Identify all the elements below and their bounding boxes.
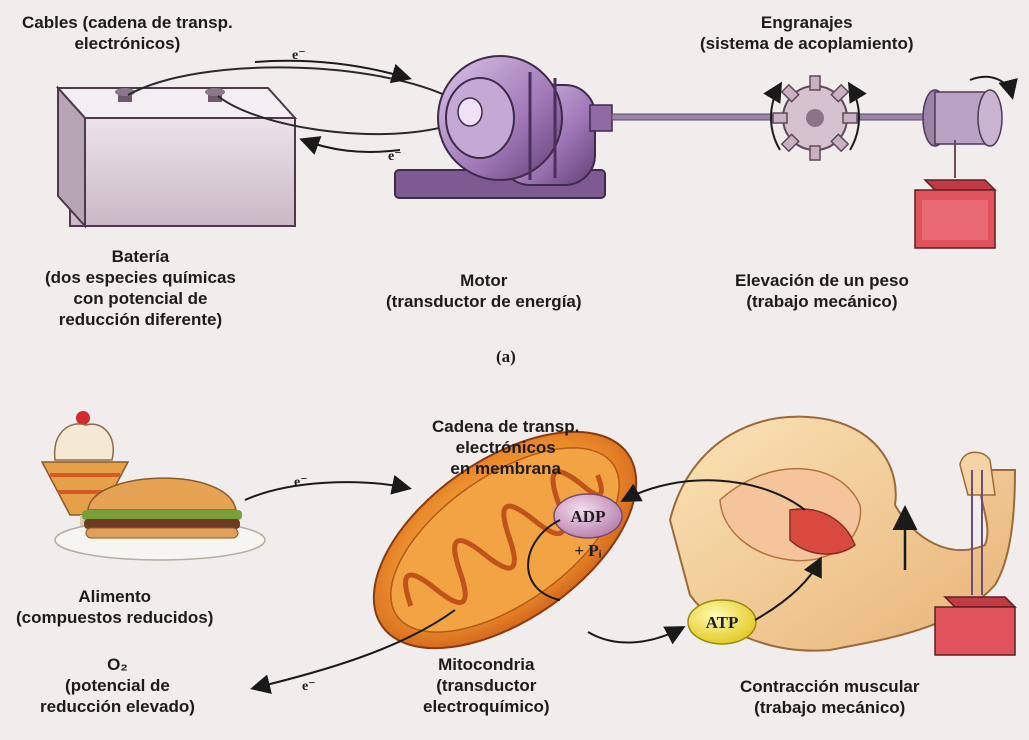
label-line: O₂ (40, 654, 195, 675)
label-line: (trabajo mecánico) (740, 697, 920, 718)
motor-illustration (395, 56, 612, 198)
label-line: Batería (45, 246, 236, 267)
label-line: Contracción muscular (740, 676, 920, 697)
label-cadena: Cadena de transp. electrónicos en membra… (432, 416, 579, 479)
label-line: Motor (386, 270, 582, 291)
label-line: Cables (cadena de transp. (22, 12, 233, 33)
electron-arrow (245, 482, 408, 500)
electron-label: e⁻ (302, 676, 316, 697)
label-bateria: Batería (dos especies químicas con poten… (45, 246, 236, 330)
label-line: reducción elevado) (40, 696, 195, 717)
atp-label: ATP (697, 612, 747, 633)
atp-arrow (588, 628, 682, 643)
label-engranajes: Engranajes (sistema de acoplamiento) (700, 12, 914, 54)
label-elevacion: Elevación de un peso (trabajo mecánico) (735, 270, 909, 312)
label-motor: Motor (transductor de energía) (386, 270, 582, 312)
electron-arrow (303, 140, 400, 152)
electron-label: e⁻ (294, 472, 308, 493)
label-line: (dos especies químicas (45, 267, 236, 288)
label-line: en membrana (432, 458, 579, 479)
weight-block (915, 180, 995, 248)
label-line: con potencial de (45, 288, 236, 309)
label-line: (compuestos reducidos) (16, 607, 213, 628)
battery-illustration (58, 88, 295, 226)
label-line: electrónicos (432, 437, 579, 458)
label-line: Mitocondria (423, 654, 550, 675)
label-line: Cadena de transp. (432, 416, 579, 437)
label-contraccion: Contracción muscular (trabajo mecánico) (740, 676, 920, 718)
label-mitocondria: Mitocondria (transductor electroquímico) (423, 654, 550, 717)
label-line: (sistema de acoplamiento) (700, 33, 914, 54)
label-alimento: Alimento (compuestos reducidos) (16, 586, 213, 628)
electron-label: e⁻ (292, 45, 306, 66)
panel-caption: (a) (496, 346, 516, 367)
label-line: electroquímico) (423, 696, 550, 717)
label-line: Engranajes (700, 12, 914, 33)
label-o2: O₂ (potencial de reducción elevado) (40, 654, 195, 717)
adp-label: ADP (563, 506, 613, 527)
label-line: Alimento (16, 586, 213, 607)
gear-icon (773, 76, 857, 160)
label-line: electrónicos) (22, 33, 233, 54)
electron-label: e⁻ (388, 146, 402, 167)
label-line: Elevación de un peso (735, 270, 909, 291)
spool-illustration (923, 90, 1002, 146)
label-line: (transductor (423, 675, 550, 696)
label-line: (transductor de energía) (386, 291, 582, 312)
label-cables: Cables (cadena de transp. electrónicos) (22, 12, 233, 54)
label-line: (trabajo mecánico) (735, 291, 909, 312)
label-line: reducción diferente) (45, 309, 236, 330)
pi-label: + Pᵢ (563, 540, 613, 561)
label-line: (potencial de (40, 675, 195, 696)
